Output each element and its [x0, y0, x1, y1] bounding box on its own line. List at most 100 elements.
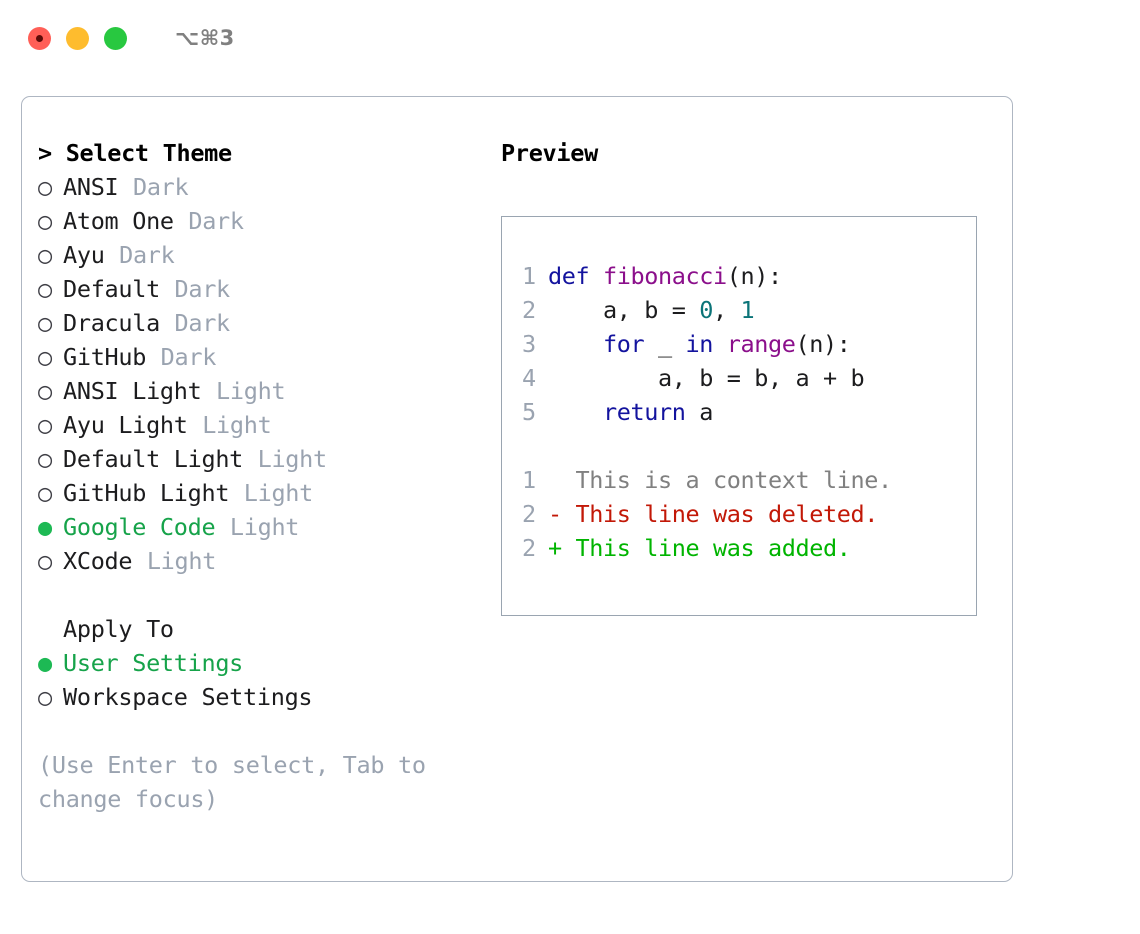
theme-list-item[interactable]: ○ ANSI Light Light — [38, 374, 488, 408]
diff-line-text: This is a context line. — [561, 466, 892, 494]
theme-name: GitHub Light — [63, 479, 230, 507]
radio-unselected-icon[interactable]: ○ — [38, 241, 52, 269]
code-token-num: 0 — [699, 296, 713, 324]
line-number: 5 — [522, 398, 536, 426]
line-number: 2 — [522, 534, 536, 562]
theme-variant-badge: Light — [229, 513, 300, 541]
theme-variant-badge: Light — [202, 411, 272, 439]
radio-unselected-icon[interactable]: ○ — [38, 207, 52, 235]
theme-variant-badge: Light — [146, 547, 217, 575]
theme-variant-badge: Dark — [119, 241, 175, 269]
apply-to-option[interactable]: ● User Settings — [38, 646, 488, 680]
radio-unselected-icon[interactable]: ○ — [38, 377, 52, 405]
traffic-light-group — [28, 26, 127, 50]
theme-list-item[interactable]: ● Google Code Light — [38, 510, 488, 544]
code-line-content: for _ in range(n): — [548, 327, 851, 361]
code-token-plain: a, b = b, a + b — [548, 364, 865, 392]
code-token-plain: , — [712, 296, 741, 324]
theme-variant-badge: Dark — [188, 207, 244, 235]
minimize-window-button[interactable] — [66, 26, 89, 50]
theme-list-item[interactable]: ○ Ayu Light Light — [38, 408, 488, 442]
code-spacer — [502, 429, 976, 463]
radio-unselected-icon[interactable]: ○ — [38, 309, 52, 337]
apply-to-options: ● User Settings ○ Workspace Settings — [38, 646, 488, 714]
code-line-content: a, b = b, a + b — [548, 361, 865, 395]
code-token-kw: for — [603, 330, 645, 358]
radio-unselected-icon[interactable]: ○ — [38, 275, 52, 303]
theme-name: Ayu Light — [63, 411, 188, 439]
code-token-plain: (n): — [795, 330, 851, 358]
code-token-kw: return — [603, 398, 686, 426]
code-token-plain: a, b = — [548, 296, 700, 324]
theme-name: XCode — [63, 547, 133, 575]
code-line: 1 def fibonacci(n): — [502, 259, 976, 293]
line-number: 4 — [522, 364, 536, 392]
code-token-fn: fibonacci — [603, 262, 727, 290]
code-line-content: a, b = 0, 1 — [548, 293, 755, 327]
radio-selected-icon[interactable]: ● — [38, 513, 52, 541]
code-line-content: def fibonacci(n): — [548, 259, 782, 293]
diff-marker: + — [548, 534, 562, 562]
code-token-num: 1 — [740, 296, 755, 324]
radio-unselected-icon[interactable]: ○ — [38, 479, 52, 507]
apply-to-group: Apply To ●User Settings○Workspace Settin… — [38, 612, 488, 714]
apply-to-option-label: User Settings — [63, 649, 244, 677]
line-number: 1 — [522, 262, 536, 290]
theme-variant-badge: Dark — [132, 173, 189, 201]
diff-line-text: This line was deleted. — [561, 500, 878, 528]
theme-list-item[interactable]: ○ Default Light Light — [38, 442, 488, 476]
theme-name: Google Code — [63, 513, 216, 541]
theme-name: Default Light — [63, 445, 244, 473]
theme-variant-badge: Dark — [160, 343, 217, 371]
maximize-window-button[interactable] — [104, 26, 127, 50]
close-window-button[interactable] — [28, 26, 51, 50]
theme-list-item[interactable]: ○ Default Dark — [38, 272, 488, 306]
radio-unselected-icon[interactable]: ○ — [38, 343, 52, 371]
diff-marker — [548, 463, 562, 497]
code-token-kw: def — [548, 262, 603, 290]
line-number: 3 — [522, 330, 536, 358]
keyboard-hint-text: (Use Enter to select, Tab to change focu… — [38, 751, 426, 813]
theme-name: Default — [63, 275, 160, 303]
radio-selected-icon[interactable]: ● — [38, 649, 52, 677]
code-line: 2 a, b = 0, 1 — [502, 293, 976, 327]
radio-unselected-icon[interactable]: ○ — [38, 445, 52, 473]
theme-name: Atom One — [63, 207, 174, 235]
line-number: 2 — [522, 296, 536, 324]
code-line-content: return a — [548, 395, 713, 429]
radio-unselected-icon[interactable]: ○ — [38, 173, 52, 201]
apply-to-option-label: Workspace Settings — [63, 683, 313, 711]
theme-variant-badge: Dark — [174, 275, 231, 303]
theme-list-item[interactable]: ○ Atom One Dark — [38, 204, 488, 238]
theme-variant-badge: Light — [257, 445, 328, 473]
diff-line: 2+ This line was added. — [502, 531, 976, 565]
theme-list-item[interactable]: ○ ANSI Dark — [38, 170, 488, 204]
theme-variant-badge: Light — [243, 479, 314, 507]
apply-to-option[interactable]: ○ Workspace Settings — [38, 680, 488, 714]
theme-variant-badge: Dark — [174, 309, 231, 337]
radio-unselected-icon[interactable]: ○ — [38, 547, 52, 575]
radio-unselected-icon[interactable]: ○ — [38, 683, 52, 711]
code-token-kw: in — [685, 330, 714, 358]
radio-unselected-icon[interactable]: ○ — [38, 411, 52, 439]
theme-variant-badge: Light — [216, 377, 286, 405]
code-token-plain: a — [685, 398, 713, 426]
theme-list-item[interactable]: ○ XCode Light — [38, 544, 488, 578]
theme-name: ANSI — [63, 173, 119, 201]
diff-line: 2- This line was deleted. — [502, 497, 976, 531]
theme-list-header: > Select Theme — [38, 139, 232, 167]
diff-block: 1 This is a context line.2- This line wa… — [502, 463, 976, 565]
code-token-plain — [548, 398, 603, 426]
keyboard-shortcut-label: ⌥⌘3 — [175, 26, 235, 50]
code-token-fn: range — [726, 330, 796, 358]
theme-name: ANSI Light — [63, 377, 202, 405]
theme-list-item[interactable]: ○ GitHub Light Light — [38, 476, 488, 510]
code-line: 3 for _ in range(n): — [502, 327, 976, 361]
